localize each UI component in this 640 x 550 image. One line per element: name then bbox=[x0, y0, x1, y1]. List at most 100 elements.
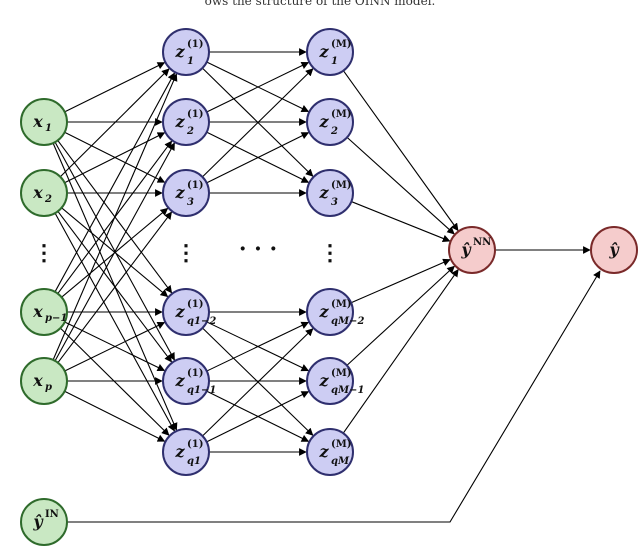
y-in-node-circle bbox=[20, 498, 68, 546]
hiddenM-node-4-label: z bbox=[318, 371, 329, 390]
edge-input-0-to-h1-0 bbox=[64, 62, 166, 113]
edge-input-1-to-h1-5 bbox=[54, 212, 175, 432]
edge-input-3-to-h1-5 bbox=[64, 390, 166, 442]
hidden1-node-1-circle bbox=[162, 98, 210, 146]
edge-input-1-to-h1-0 bbox=[59, 68, 170, 178]
hidden1-node-4: z(1)q1−1 bbox=[162, 357, 216, 405]
hidden1-node-0-superscript: (1) bbox=[187, 39, 203, 50]
input-node-3-subscript: p bbox=[45, 382, 52, 393]
hiddenM-node-3: z(M) qM−2 bbox=[306, 288, 364, 336]
input-node-2-circle bbox=[20, 288, 68, 336]
figure-caption: ows the structure of the OINN model. bbox=[204, 0, 436, 8]
hiddenM-node-1-circle bbox=[306, 98, 354, 146]
hiddenM-node-0-superscript: (M) bbox=[331, 39, 352, 50]
hiddenM-node-3-superscript: (M) bbox=[331, 299, 352, 310]
hiddenM-node-5-subscript: qM bbox=[331, 456, 350, 467]
input-node-1-subscript: 2 bbox=[44, 194, 52, 205]
edge-h1-5-to-hM-4 bbox=[206, 391, 310, 443]
vertical-ellipsis-2: ⋮ bbox=[319, 240, 341, 266]
hiddenM-node-0-label: z bbox=[318, 42, 329, 61]
hidden1-node-1-superscript: (1) bbox=[187, 109, 203, 120]
hidden1-node-4-label: z bbox=[174, 371, 185, 390]
y-hat-node-label: ŷ bbox=[608, 240, 620, 259]
edge-hM-0-to-ynn bbox=[342, 70, 459, 232]
hidden1-node-3-subscript: q1−2 bbox=[187, 316, 216, 327]
hiddenM-node-0-subscript: 1 bbox=[331, 56, 338, 67]
hiddenM-node-2-superscript: (M) bbox=[331, 180, 352, 191]
input-node-3-circle bbox=[20, 357, 68, 405]
hiddenM-node-0-circle bbox=[306, 28, 354, 76]
hidden1-node-1-label: z bbox=[174, 112, 185, 131]
hidden1-node-2-superscript: (1) bbox=[187, 180, 203, 191]
edges-group bbox=[52, 48, 601, 523]
input-node-0-circle bbox=[20, 98, 68, 146]
edge-h1-1-to-hM-0 bbox=[206, 61, 310, 113]
hidden1-node-1: z(1) 2 bbox=[162, 98, 210, 146]
y-in-node-label: ŷ bbox=[32, 512, 44, 531]
hiddenM-node-2: z(M)3 bbox=[306, 169, 354, 217]
hiddenM-node-5-label: z bbox=[318, 442, 329, 461]
input-node-1-circle bbox=[20, 169, 68, 217]
ellipsis-group: ⋮⋮⋮· · · bbox=[33, 236, 341, 266]
hidden1-node-0: z(1)1 bbox=[162, 28, 210, 76]
hidden1-node-5-circle bbox=[162, 428, 210, 476]
hidden1-node-3-circle bbox=[162, 288, 210, 336]
hidden1-node-2: z(1) 3 bbox=[162, 169, 210, 217]
y-nn-node-superscript: NN bbox=[473, 237, 491, 248]
hiddenM-node-0: z(M) 1 bbox=[306, 28, 354, 76]
hidden1-node-5-subscript: q1 bbox=[187, 456, 201, 467]
edge-h1-2-to-hM-1 bbox=[206, 132, 310, 184]
hidden1-node-5: z(1)q1 bbox=[162, 428, 210, 476]
hidden1-node-4-subscript: q1−1 bbox=[187, 385, 216, 396]
hiddenM-node-3-subscript: qM−2 bbox=[331, 316, 364, 327]
edge-h1-4-to-hM-3 bbox=[206, 321, 310, 372]
input-node-3-label: x bbox=[32, 371, 43, 390]
hiddenM-node-2-circle bbox=[306, 169, 354, 217]
edge-hM-2-to-ynn bbox=[351, 201, 451, 243]
hidden1-node-3-label: z bbox=[174, 302, 185, 321]
hiddenM-node-4-superscript: (M) bbox=[331, 368, 352, 379]
hiddenM-node-5-superscript: (M) bbox=[331, 439, 352, 450]
hiddenM-node-1-label: z bbox=[318, 112, 329, 131]
y-hat-node-circle bbox=[590, 226, 638, 274]
edge-hM-1-to-ynn bbox=[346, 136, 455, 235]
hiddenM-node-2-label: z bbox=[318, 183, 329, 202]
hidden1-node-1-subscript: 2 bbox=[186, 126, 194, 137]
hiddenM-node-4: z(M)qM−1 bbox=[306, 357, 364, 405]
hidden1-node-2-subscript: 3 bbox=[187, 197, 194, 208]
y-in-node-superscript: IN bbox=[45, 509, 59, 520]
hidden1-node-3-superscript: (1) bbox=[187, 299, 203, 310]
horizontal-ellipsis: · · · bbox=[239, 236, 277, 262]
edge-input-2-to-h1-5 bbox=[59, 327, 170, 436]
hidden1-node-2-circle bbox=[162, 169, 210, 217]
edge-hM-5-to-ynn bbox=[342, 269, 459, 434]
edge-input-3-to-h1-0 bbox=[52, 73, 178, 361]
edge-input-3-to-h1-2 bbox=[57, 211, 172, 363]
hiddenM-node-3-circle bbox=[306, 288, 354, 336]
input-node-0-label: x bbox=[32, 112, 43, 131]
edge-h1-5-to-hM-3 bbox=[202, 328, 314, 437]
y-nn-node-label: ŷ bbox=[460, 240, 472, 259]
hiddenM-node-3-label: z bbox=[318, 302, 329, 321]
edge-hM-4-to-ynn bbox=[346, 265, 455, 366]
input-node-1-label: x bbox=[32, 183, 43, 202]
hiddenM-node-1-superscript: (M) bbox=[331, 109, 352, 120]
hiddenM-node-1: z(M) 2 bbox=[306, 98, 354, 146]
hidden1-node-2-label: z bbox=[174, 183, 185, 202]
hidden1-node-3: z(1) q1−2 bbox=[162, 288, 216, 336]
hidden1-node-0-circle bbox=[162, 28, 210, 76]
hidden1-node-0-label: z bbox=[174, 42, 185, 61]
hiddenM-node-1-subscript: 2 bbox=[330, 126, 338, 137]
edge-yin-to-yhat bbox=[67, 270, 601, 523]
input-node-0-subscript: 1 bbox=[45, 123, 52, 134]
edge-input-3-to-h1-3 bbox=[64, 321, 166, 372]
edge-input-2-to-h1-0 bbox=[54, 72, 175, 293]
edge-hM-3-to-ynn bbox=[350, 258, 451, 304]
